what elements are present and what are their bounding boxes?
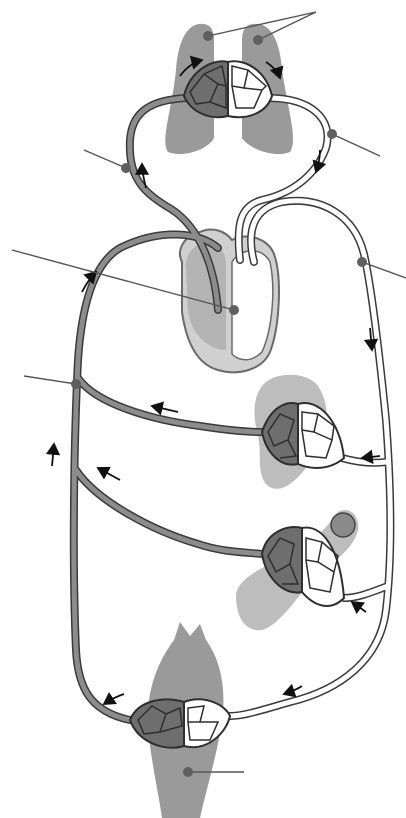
label-marker-dot-icon: [203, 31, 213, 41]
curved-arrow-icon: [352, 602, 366, 612]
curved-arrow-icon: [104, 694, 124, 704]
label-marker-dot-icon: [357, 257, 367, 267]
leader-line-pulmonary-vessel: [84, 150, 126, 168]
label-marker-dot-icon: [71, 379, 81, 389]
heart: [180, 230, 279, 373]
leader-line-vena-cava: [24, 376, 76, 384]
curved-arrow-icon: [98, 468, 120, 480]
flow-arrows: [52, 60, 380, 704]
label-marker-dot-icon: [327, 129, 337, 139]
label-marker-dot-icon: [183, 767, 193, 777]
label-marker-dot-icon: [253, 35, 263, 45]
curved-arrow-icon: [362, 456, 380, 458]
intestine-lumen: [331, 513, 355, 537]
curved-arrow-icon: [152, 406, 178, 412]
curved-arrow-icon: [370, 328, 372, 350]
digestive-return-vessel: [78, 378, 262, 432]
curved-arrow-icon: [284, 686, 302, 694]
label-marker-dot-icon: [121, 163, 131, 173]
leader-line-lungs-2: [258, 12, 316, 40]
curved-arrow-icon: [52, 444, 54, 466]
intestine-return-vessel: [76, 470, 262, 554]
label-marker-dot-icon: [229, 305, 239, 315]
leader-line-pulmonary-vein: [332, 134, 380, 156]
